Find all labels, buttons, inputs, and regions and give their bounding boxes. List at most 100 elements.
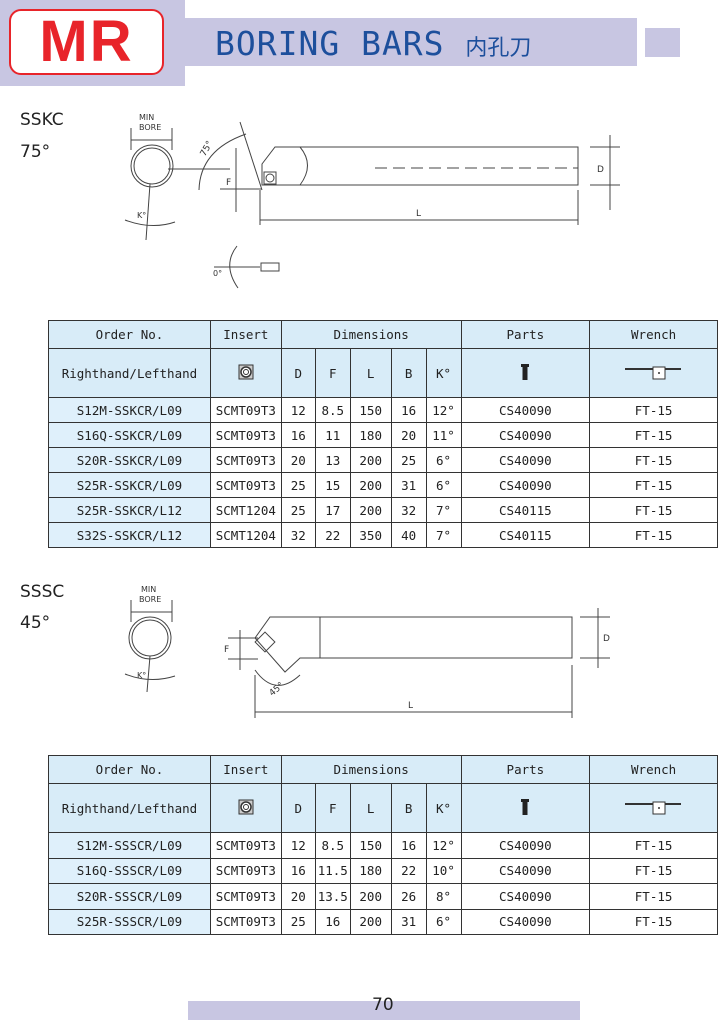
col-order: Order No. (48, 755, 211, 784)
svg-text:L: L (416, 209, 421, 219)
title-cn: 内孔刀 (465, 36, 532, 61)
cell: 12 (280, 832, 316, 859)
wrench-icon (624, 366, 681, 379)
cell: 8.5 (314, 397, 351, 423)
svg-text:BORE: BORE (139, 595, 161, 604)
cell: 31 (390, 472, 427, 498)
cell: S32S-SSKCR/L12 (48, 522, 211, 548)
wrench-icon-cell (589, 348, 718, 398)
cell: 180 (349, 422, 392, 448)
section-code: SSSC (20, 582, 65, 602)
cell: FT-15 (589, 497, 718, 523)
cell: 8° (425, 883, 462, 910)
col-parts: Parts (460, 755, 591, 784)
cell: CS40115 (460, 522, 591, 548)
wrench-icon (624, 801, 681, 814)
cell: CS40090 (460, 447, 591, 473)
cell: 16 (280, 422, 316, 448)
cell: FT-15 (589, 472, 718, 498)
col-dim-2: L (349, 348, 392, 398)
cell: SCMT09T3 (209, 422, 282, 448)
cell: 25 (280, 908, 316, 935)
col-insert: Insert (209, 755, 282, 784)
section-angle: 45° (20, 613, 51, 633)
footer-bar (188, 1001, 580, 1020)
cell: 10° (425, 857, 462, 884)
cell: 25 (280, 472, 316, 498)
header-row: Order No. Insert Dimensions Parts Wrench (48, 755, 718, 784)
col-dim-4: K° (425, 348, 462, 398)
cell: 20 (280, 447, 316, 473)
cell: 16 (314, 908, 351, 935)
cell: 13.5 (314, 883, 351, 910)
sssc-drawing: MIN BORE K° F 45° D L (124, 585, 610, 718)
svg-text:MIN: MIN (141, 585, 156, 594)
screw-icon (521, 363, 530, 380)
svg-text:K°: K° (137, 671, 146, 680)
cell: FT-15 (589, 832, 718, 859)
cell: FT-15 (589, 857, 718, 884)
cell: 350 (349, 522, 392, 548)
cell: 22 (390, 857, 427, 884)
svg-text:0°: 0° (213, 269, 222, 278)
col-dimensions: Dimensions (280, 320, 462, 349)
insert-icon (238, 799, 254, 814)
cell: FT-15 (589, 447, 718, 473)
cell: 25 (280, 497, 316, 523)
col-dimensions: Dimensions (280, 755, 462, 784)
screw-icon-cell (460, 348, 591, 398)
cell: 12° (425, 832, 462, 859)
cell: 17 (314, 497, 351, 523)
col-dim-0: D (280, 783, 316, 833)
col-dim-1: F (314, 783, 351, 833)
cell: FT-15 (589, 397, 718, 423)
bore-label: BORE (139, 123, 161, 132)
cell: 200 (349, 908, 392, 935)
cell: CS40090 (460, 472, 591, 498)
cell: S16Q-SSSCR/L09 (48, 857, 211, 884)
svg-text:D: D (597, 165, 604, 175)
cell: 11 (314, 422, 351, 448)
cell: S25R-SSKCR/L12 (48, 497, 211, 523)
insert-icon-cell (209, 783, 282, 833)
col-parts: Parts (460, 320, 591, 349)
cell: SCMT09T3 (209, 447, 282, 473)
cell: S16Q-SSKCR/L09 (48, 422, 211, 448)
cell: FT-15 (589, 908, 718, 935)
col-insert: Insert (209, 320, 282, 349)
cell: 200 (349, 883, 392, 910)
cell: 12 (280, 397, 316, 423)
header-row: Order No. Insert Dimensions Parts Wrench (48, 320, 718, 349)
cell: 6° (425, 908, 462, 935)
svg-text:D: D (603, 634, 610, 644)
cell: 180 (349, 857, 392, 884)
col-wrench: Wrench (589, 755, 718, 784)
cell: SCMT09T3 (209, 397, 282, 423)
cell: CS40090 (460, 883, 591, 910)
cell: FT-15 (589, 422, 718, 448)
page-title: BORING BARS 内孔刀 (215, 24, 531, 63)
sskc-table: Order No. Insert Dimensions Parts Wrench… (48, 320, 718, 548)
cell: 20 (280, 883, 316, 910)
col-dim-3: B (390, 783, 427, 833)
cell: SCMT09T3 (209, 857, 282, 884)
cell: 12° (425, 397, 462, 423)
sskc-drawing: MIN BORE K° 75° F D L 0° (124, 113, 620, 289)
mr-logo: MR (9, 9, 164, 75)
cell: 32 (390, 497, 427, 523)
col-dim-1: F (314, 348, 351, 398)
cell: SCMT1204 (209, 522, 282, 548)
cell: 200 (349, 447, 392, 473)
cell: 6° (425, 447, 462, 473)
screw-icon-cell (460, 783, 591, 833)
wrench-icon-cell (589, 783, 718, 833)
cell: 16 (390, 397, 427, 423)
svg-text:F: F (226, 178, 231, 188)
